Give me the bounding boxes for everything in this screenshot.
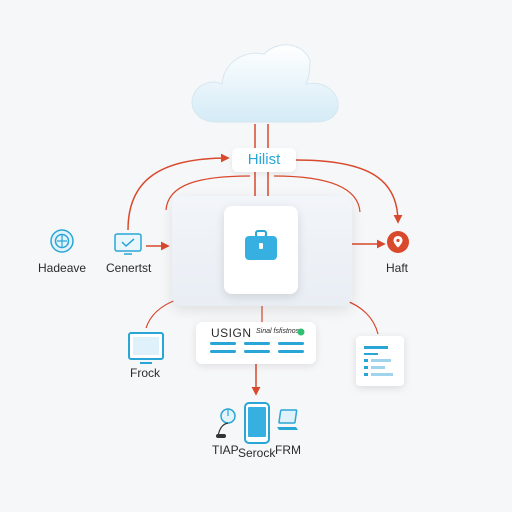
monitor-icon[interactable]	[114, 233, 142, 255]
arc-panel-to-frock	[145, 299, 177, 329]
mouse-icon[interactable]	[214, 406, 242, 442]
briefcase-icon	[245, 230, 277, 260]
arrow-left-to-hub	[127, 153, 230, 231]
device-label-serock: Serock	[238, 446, 276, 460]
arc-hub-panel-left	[165, 175, 251, 211]
arc-hub-panel-right	[273, 175, 361, 213]
node-label-hadeave: Hadeave	[38, 261, 87, 275]
location-pin-icon[interactable]	[386, 230, 410, 254]
status-dot-icon	[297, 328, 305, 336]
arrow-hub-to-right	[295, 159, 403, 224]
info-card-subtitle: Sinal fsfistnos	[256, 328, 300, 335]
hub-label[interactable]: Hilist	[232, 148, 296, 172]
laptop-icon[interactable]	[276, 408, 300, 432]
cloud-icon	[191, 44, 339, 123]
globe-icon[interactable]	[50, 229, 74, 253]
display-icon[interactable]	[128, 332, 164, 364]
device-label-tiap: TIAP	[212, 443, 239, 457]
node-label-cenertst: Cenertst	[106, 261, 152, 275]
document-list-icon	[364, 346, 393, 376]
phone-icon[interactable]	[244, 402, 270, 444]
arc-panel-to-doc	[343, 299, 379, 335]
node-label-frock: Frock	[130, 366, 160, 380]
node-label-haft: Haft	[386, 261, 409, 275]
device-label-frm: FRM	[275, 443, 301, 457]
info-card-title: USIGN	[211, 326, 252, 340]
info-card-bars	[210, 342, 304, 353]
